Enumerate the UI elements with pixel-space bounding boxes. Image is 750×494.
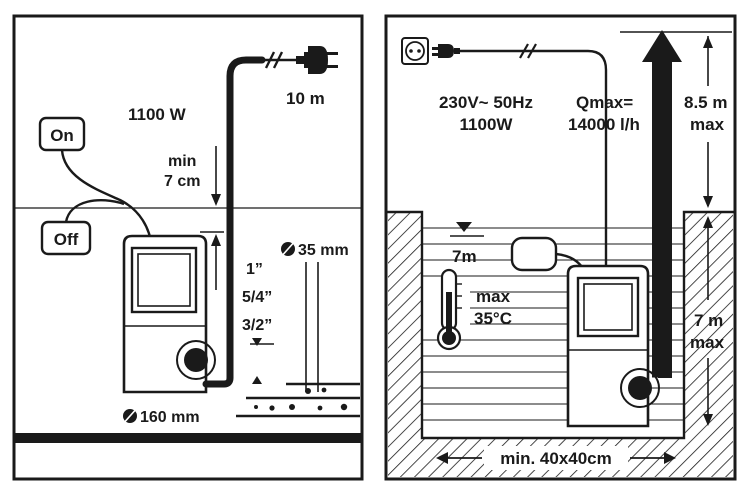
lift-height-label: 8.5 m [684,93,727,112]
switch-on-label: On [50,126,74,145]
plug-small-icon [432,44,460,58]
right-cable-break-1 [519,43,529,59]
depth-max-label: max [690,333,725,352]
cable-length-label: 10 m [286,89,325,108]
discharge-hose [202,56,266,388]
qmax-label: Qmax= [576,93,633,112]
water-level-label: 7m [452,247,477,266]
cable-break-mark-1 [264,51,276,69]
right-cable-break-2 [527,43,537,59]
switch-off-box: Off [40,220,92,256]
temp-value-label: 35°C [474,309,512,328]
hose-dim-arrow-down [252,338,262,346]
switch-cable-off [64,199,125,223]
shaft-size-label: min. 40x40cm [500,449,612,468]
floor-bar [14,433,362,443]
water-level-marker [456,222,472,232]
depth-arrow-down [703,414,713,426]
cable-break-mark-2 [272,51,284,69]
hose-dim-arrow-up [252,376,262,384]
left-power-label: 1100 W [128,105,187,124]
shaft-arrow-left [436,452,448,464]
switch-off-label: Off [54,230,79,249]
right-power-label: 1100W [460,115,514,134]
height-arrow-up [703,36,713,48]
min-label: min [168,153,196,170]
qmax-value-label: 14000 l/h [568,115,640,134]
debris-particles [254,387,348,411]
pump-diameter-label: 160 mm [140,409,200,426]
socket-icon [401,37,429,65]
hose-size-3: 3/2” [242,317,272,334]
pump-diameter-icon [121,406,139,426]
thermometer-icon [436,268,462,351]
switch-on-box: On [38,116,86,152]
shaft-label-bg [484,446,628,470]
depth-arrow-up [703,216,713,228]
min-arrow-down-head [211,194,221,206]
pump-icon [122,234,216,394]
switch-cable-on [60,149,154,249]
diameter-icon [279,239,297,259]
temp-max-label: max [476,287,511,306]
particle-size-label: 35 mm [298,242,349,259]
plug-icon [296,46,338,74]
min-value-label: 7 cm [164,173,200,190]
depth-label: 7 m [694,311,723,330]
shaft-arrow-right [664,452,676,464]
voltage-label: 230V~ 50Hz [439,93,533,112]
right-power-cable [460,49,608,288]
lift-max-label: max [690,115,725,134]
height-arrow-down [703,196,713,208]
hose-size-2: 5/4” [242,289,272,306]
right-panel: 230V~ 50Hz 1100W Qmax= 14000 l/h 8.5 m m… [384,14,737,481]
min-arrow-up-head [211,234,221,246]
left-panel: On Off 1100 W 10 [12,14,364,481]
shaft-outline [386,210,735,440]
right-panel-frame [384,14,737,481]
left-panel-frame [12,14,364,481]
hose-size-1: 1” [246,261,263,278]
right-pump-icon [566,264,660,428]
left-wall [388,212,422,477]
